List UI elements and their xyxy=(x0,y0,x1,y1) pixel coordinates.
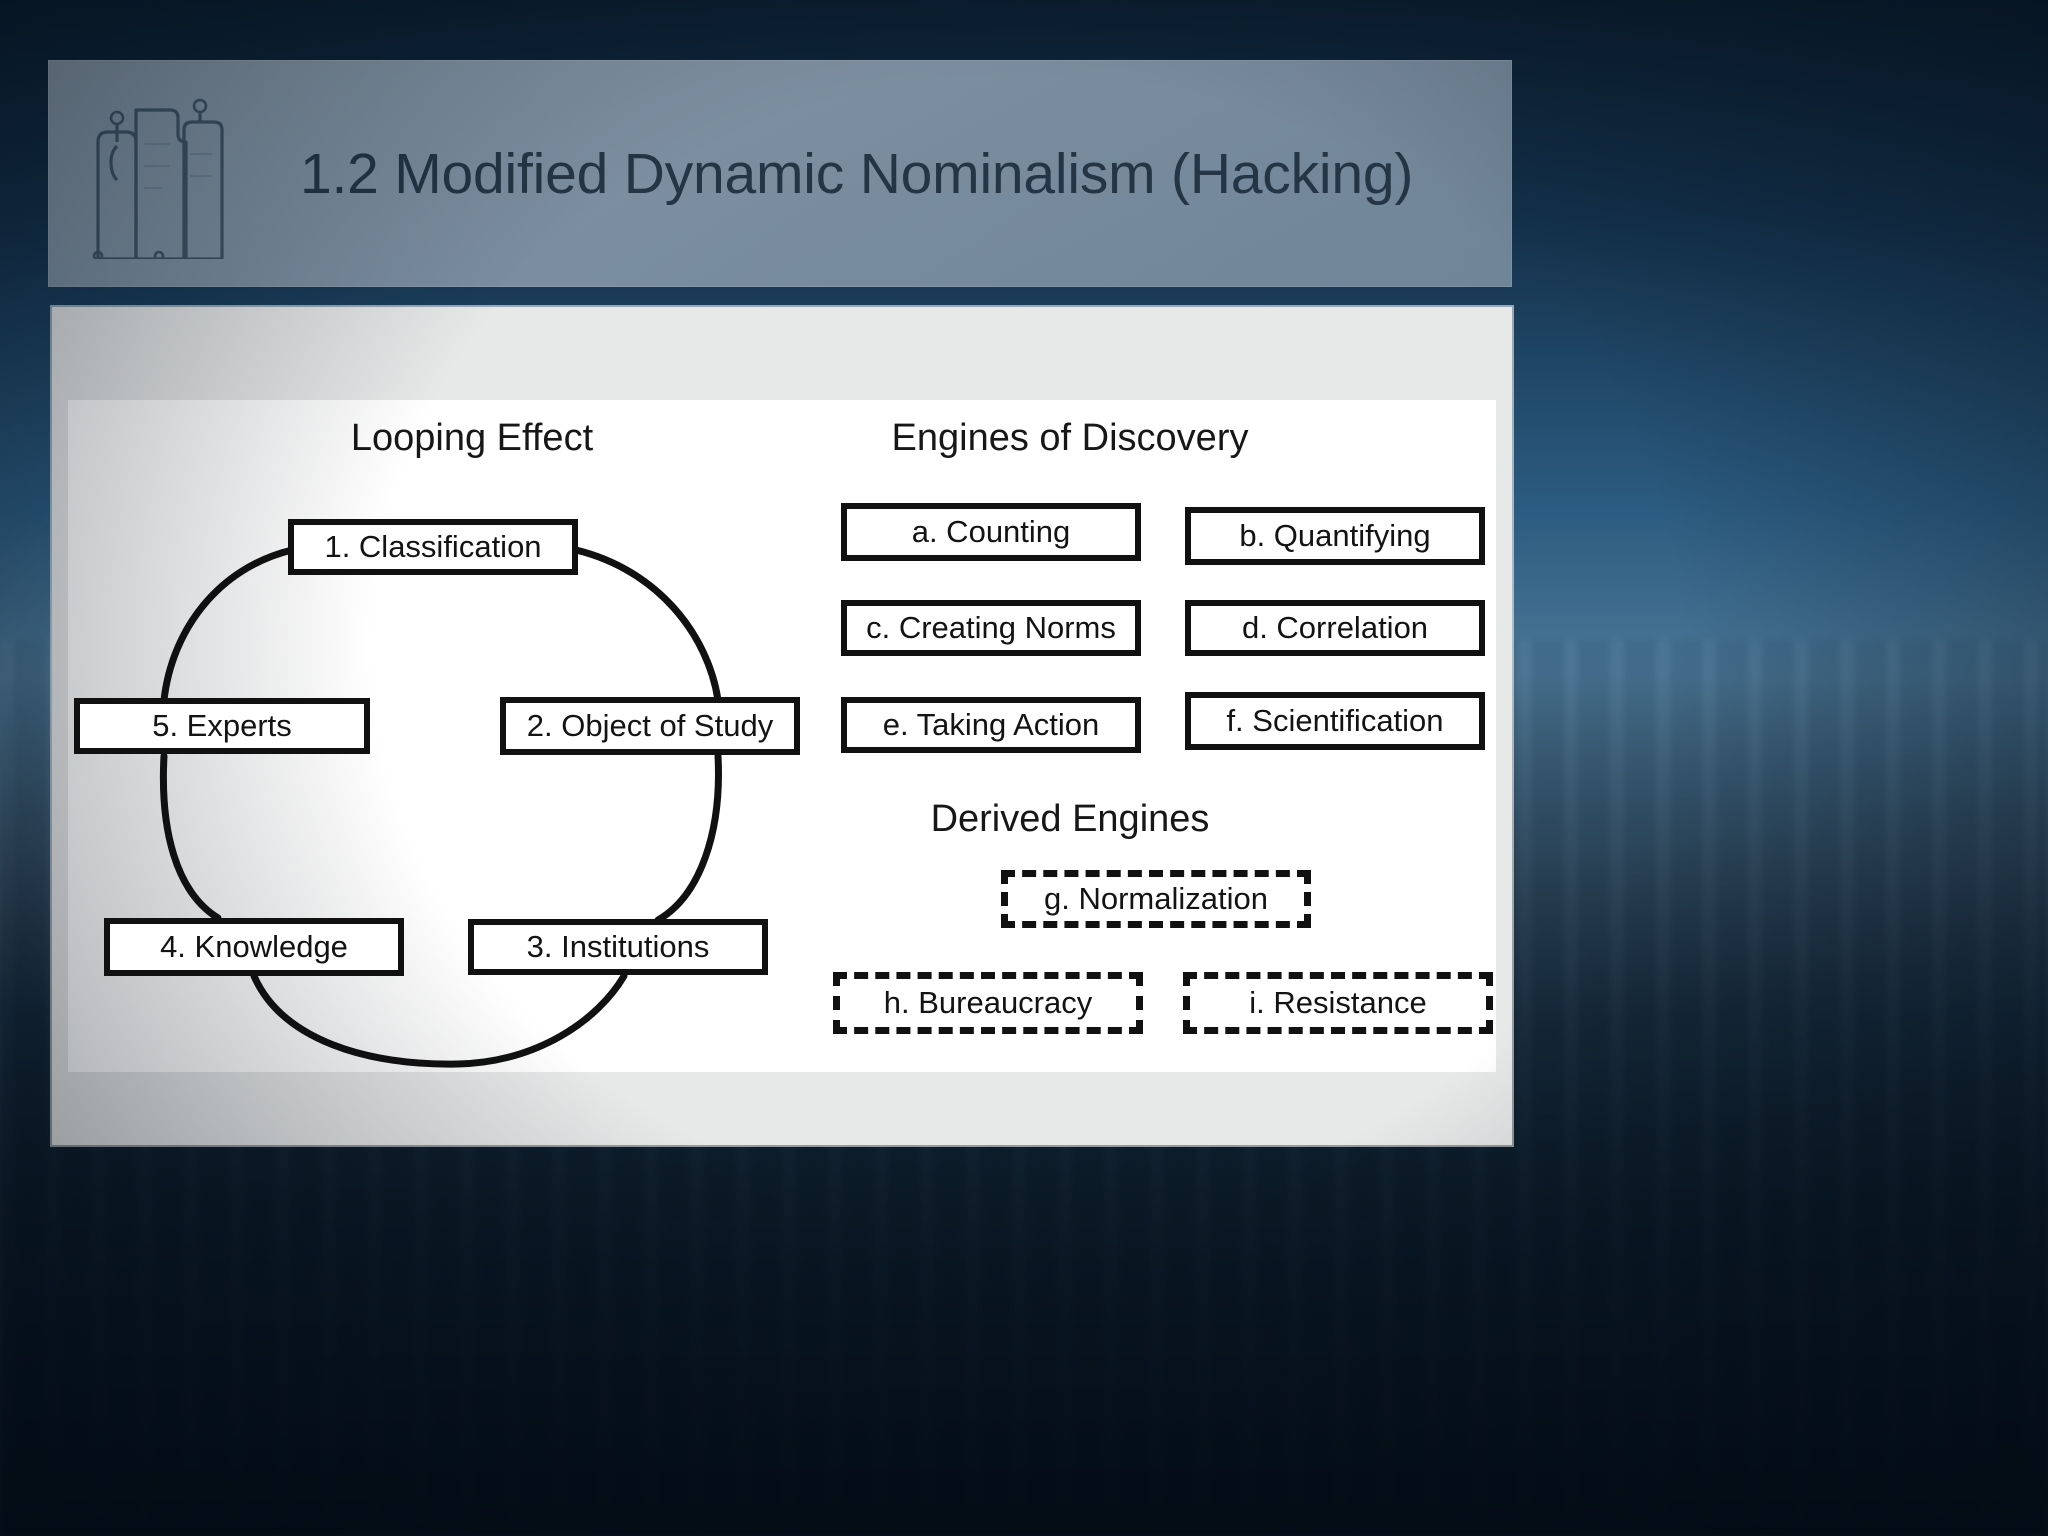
node-institutions[interactable]: 3. Institutions xyxy=(468,919,768,975)
node-taking-action[interactable]: e. Taking Action xyxy=(841,697,1141,753)
node-experts[interactable]: 5. Experts xyxy=(74,698,370,754)
node-correlation[interactable]: d. Correlation xyxy=(1185,600,1485,656)
node-counting[interactable]: a. Counting xyxy=(841,503,1141,561)
node-knowledge[interactable]: 4. Knowledge xyxy=(104,918,404,976)
cityscape-buildings-icon xyxy=(92,98,224,259)
node-scientification[interactable]: f. Scientification xyxy=(1185,692,1485,750)
diagram-figure: Looping Effect Engines of Discovery Deri… xyxy=(68,400,1496,1072)
heading-derived-engines: Derived Engines xyxy=(930,798,1210,840)
node-classification[interactable]: 1. Classification xyxy=(288,519,578,575)
node-creating-norms[interactable]: c. Creating Norms xyxy=(841,600,1141,656)
node-object-of-study[interactable]: 2. Object of Study xyxy=(500,697,800,755)
node-normalization[interactable]: g. Normalization xyxy=(1001,870,1311,928)
node-quantifying[interactable]: b. Quantifying xyxy=(1185,507,1485,565)
page-title: 1.2 Modified Dynamic Nominalism (Hacking… xyxy=(300,141,1414,206)
node-resistance[interactable]: i. Resistance xyxy=(1183,972,1493,1034)
content-panel: Looping Effect Engines of Discovery Deri… xyxy=(52,307,1512,1145)
heading-engines-of-discovery: Engines of Discovery xyxy=(891,417,1249,459)
slide-title-bar: 1.2 Modified Dynamic Nominalism (Hacking… xyxy=(48,60,1512,287)
node-bureaucracy[interactable]: h. Bureaucracy xyxy=(833,972,1143,1034)
